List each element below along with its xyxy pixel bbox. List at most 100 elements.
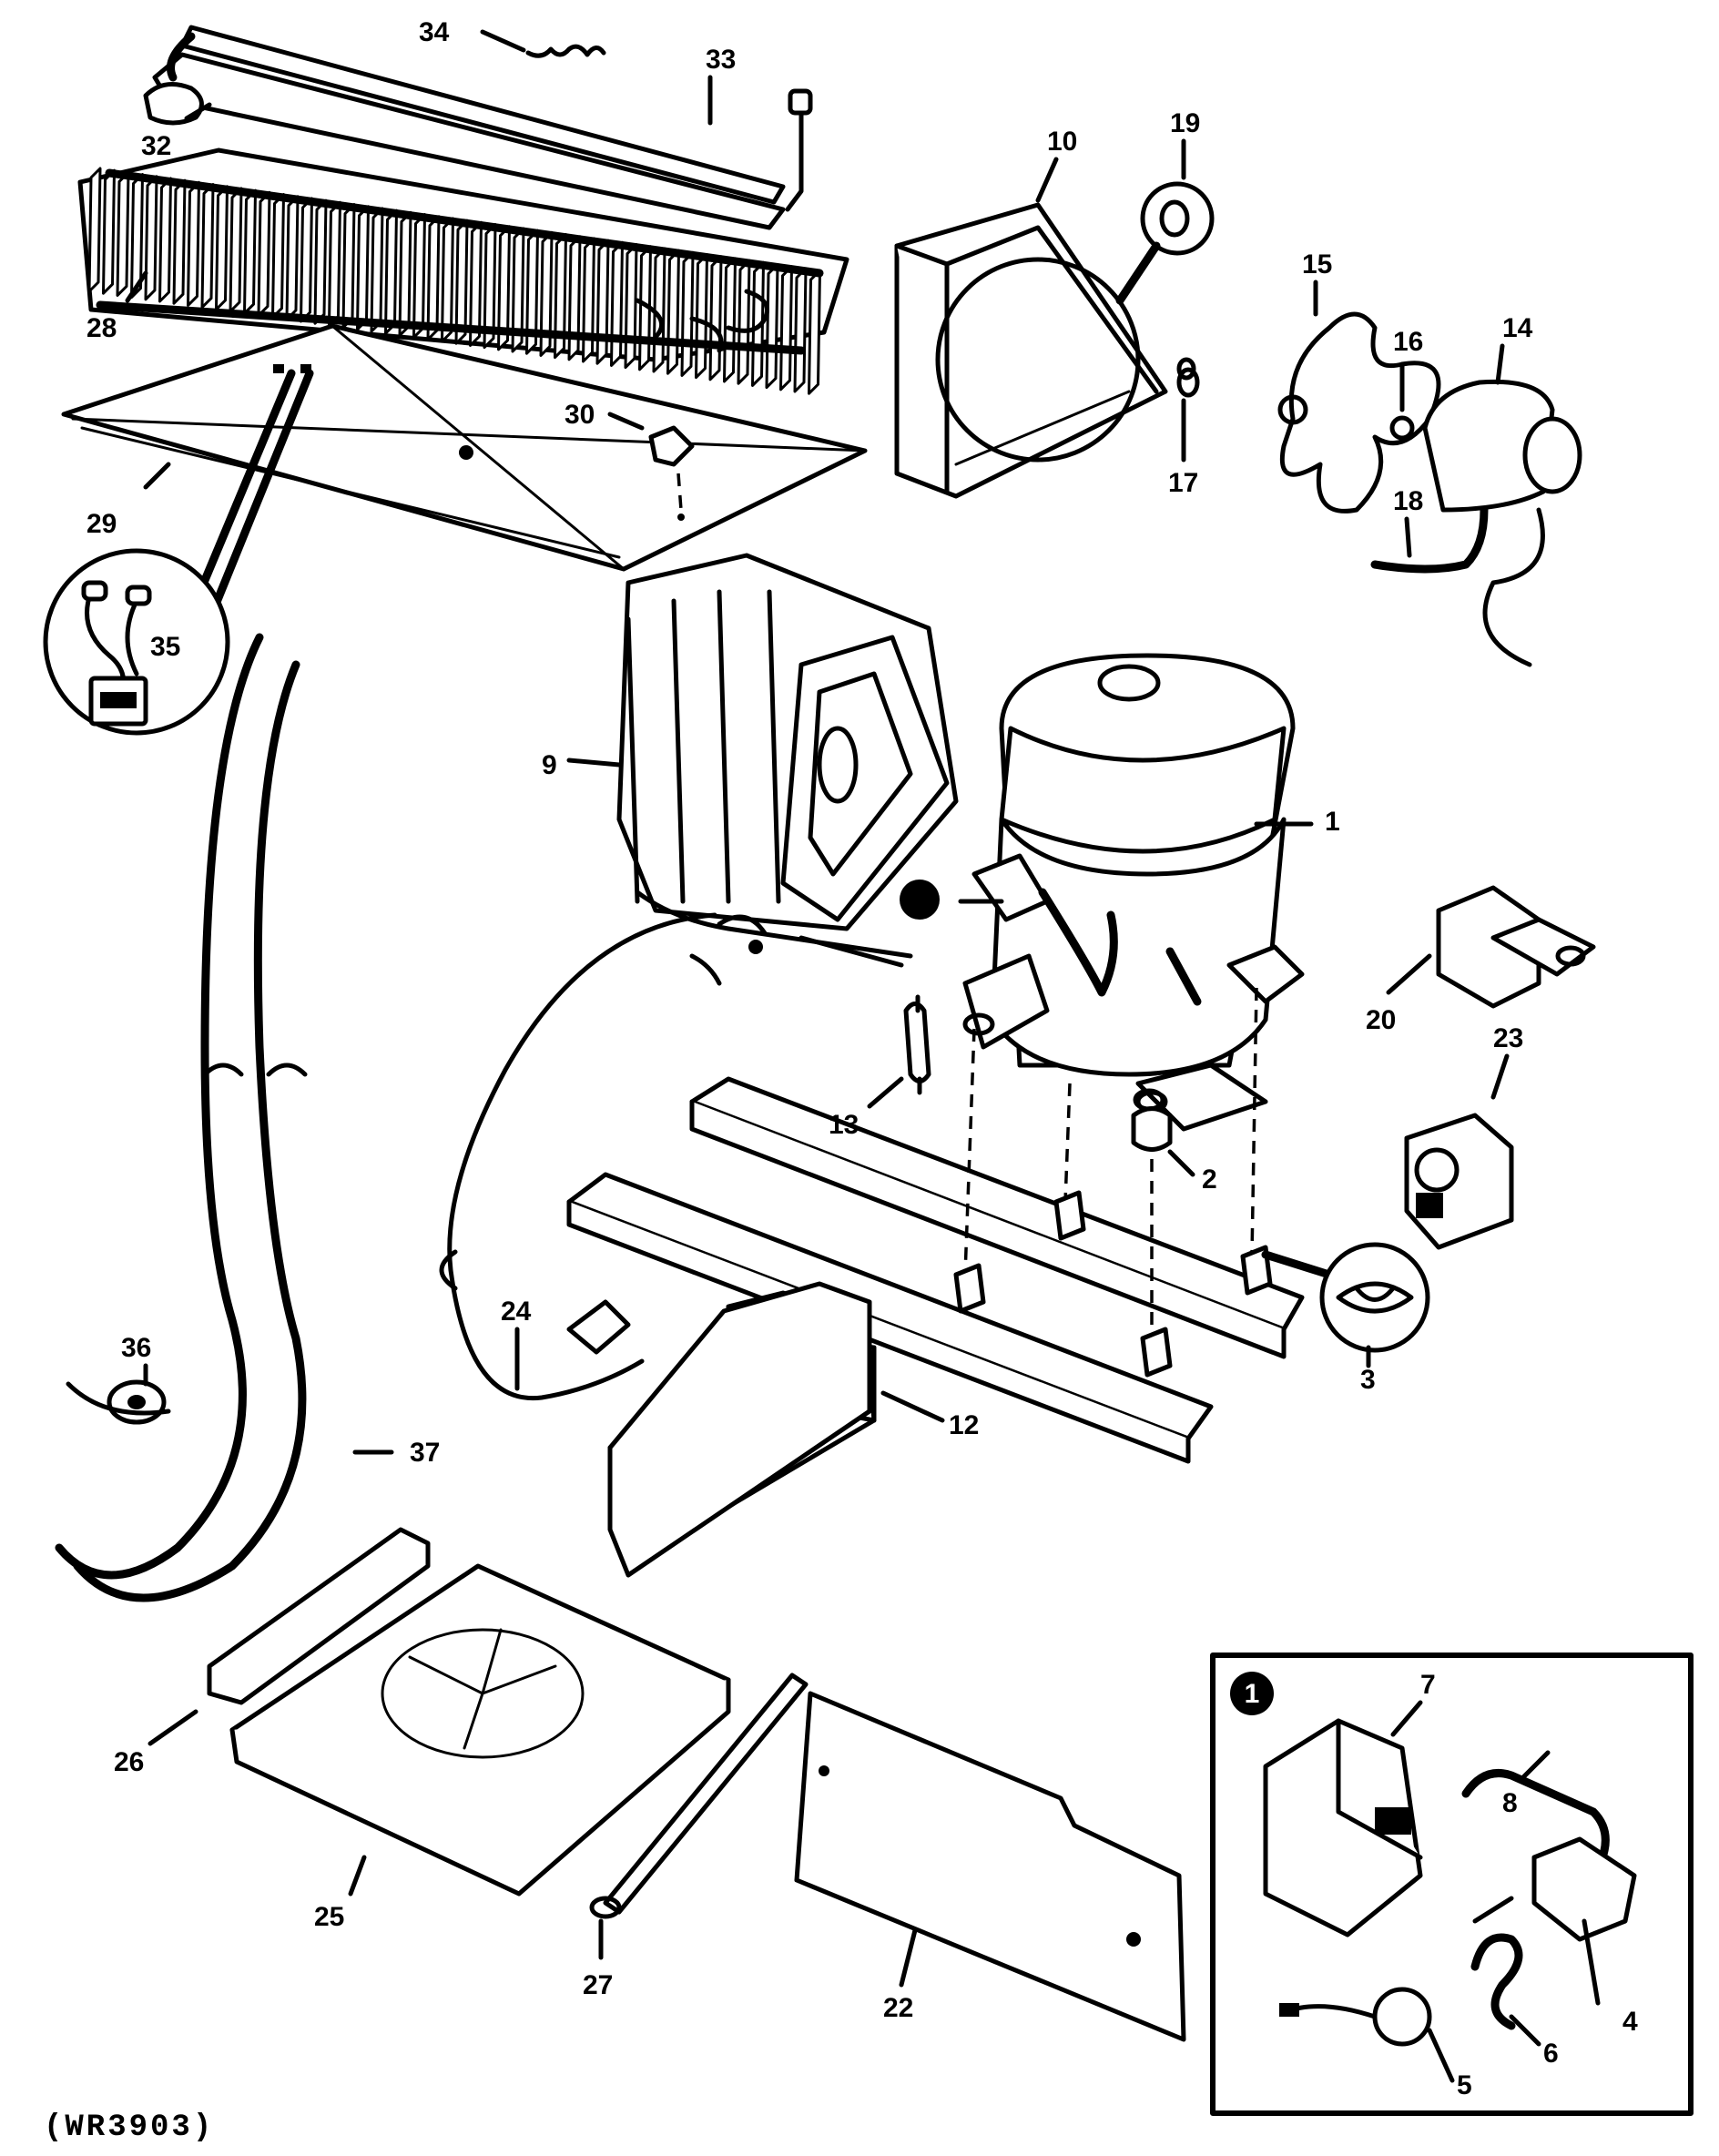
evaporator-fin: [215, 185, 229, 311]
drier-13: [903, 994, 931, 1095]
evaporator-fin: [737, 259, 751, 385]
inset-box-marker-label: 1: [1245, 1679, 1260, 1709]
evaporator-fin: [187, 180, 200, 307]
callout-32: 32: [141, 131, 171, 161]
callout-15: 15: [1302, 249, 1332, 280]
callout-20: 20: [1366, 1005, 1396, 1035]
drain-hose-37: [55, 633, 308, 1602]
callout-12: 12: [949, 1410, 979, 1440]
evaporator-fin: [567, 235, 582, 361]
evaporator-fin: [441, 217, 454, 343]
evaporator-fin: [666, 249, 680, 375]
callout-7: 7: [1420, 1670, 1436, 1700]
figure-code: (WR3903): [44, 2110, 214, 2145]
spring-17: [1176, 357, 1200, 398]
drain-trough-29: [61, 323, 868, 572]
relay-inset: [1210, 1653, 1694, 2116]
drain-fitting-36: [66, 1379, 171, 1425]
callout-6: 6: [1543, 2039, 1559, 2069]
leader-lines: [125, 29, 1601, 2083]
evaporator-fin: [158, 177, 172, 303]
callout-37: 37: [410, 1438, 440, 1468]
evaporator-fin: [229, 187, 243, 313]
evaporator-fin: [595, 239, 610, 365]
evaporator-fin: [582, 237, 595, 363]
evaporator-fin: [695, 253, 708, 380]
callout-13: 13: [829, 1110, 859, 1140]
callout-10: 10: [1047, 127, 1077, 157]
access-panel-22: [794, 1691, 1186, 2042]
evaporator-fin: [808, 269, 821, 395]
evaporator-fin: [313, 198, 328, 325]
callout-33: 33: [706, 45, 736, 75]
timer-23: [1404, 1113, 1514, 1250]
harness-inset-35: [43, 369, 314, 736]
evaporator-fin: [144, 175, 158, 301]
callout-23: 23: [1493, 1023, 1523, 1053]
evaporator-fin: [398, 210, 412, 337]
evaporator-fin: [102, 168, 116, 295]
callout-3: 3: [1360, 1365, 1376, 1395]
callout-2: 2: [1202, 1164, 1217, 1195]
condenser-9: [616, 553, 959, 968]
evaporator-fin: [116, 170, 130, 297]
compressor-1: [962, 653, 1305, 1132]
inset-marker-label: 1: [912, 885, 927, 913]
evaporator-fin: [412, 213, 426, 340]
evaporator-fin: [172, 178, 187, 305]
evaporator-fin: [285, 195, 300, 321]
callout-22: 22: [883, 1993, 913, 2023]
evaporator-fin: [779, 265, 793, 392]
evaporator-fin: [610, 240, 624, 367]
callout-30: 30: [565, 400, 595, 430]
callout-27: 27: [583, 1970, 613, 2000]
evaporator-fin: [624, 243, 638, 370]
evaporator-coil: [77, 147, 849, 395]
mount-dashes: [953, 987, 1273, 1378]
callout-26: 26: [114, 1747, 144, 1777]
callout-29: 29: [86, 509, 117, 539]
callout-19: 19: [1170, 108, 1200, 138]
drain-pan-25: [229, 1563, 731, 1897]
callout-25: 25: [314, 1902, 344, 1932]
wire-34: [525, 44, 606, 58]
callout-8: 8: [1502, 1788, 1518, 1818]
grommet-2: [1131, 1088, 1173, 1152]
evaporator-fin: [765, 263, 779, 390]
fan-motor-14: [1422, 379, 1582, 667]
callout-16: 16: [1393, 327, 1423, 357]
evaporator-fin: [384, 208, 398, 335]
fan-hub-inset-19: [1115, 181, 1215, 305]
bracket-18: [1370, 505, 1489, 574]
callout-35: 35: [150, 632, 180, 662]
callout-18: 18: [1393, 486, 1423, 516]
evaporator-fin: [723, 257, 737, 383]
evaporator-fin: [793, 267, 808, 393]
clip-30: [648, 425, 695, 521]
power-cord-24: [439, 912, 768, 1401]
washer-16: [1389, 415, 1415, 441]
evaporator-fin: [328, 200, 341, 327]
callout-17: 17: [1168, 468, 1198, 498]
callout-36: 36: [121, 1333, 151, 1363]
callout-1: 1: [1325, 807, 1340, 837]
evaporator-fin: [257, 190, 271, 317]
callout-labels: 1 2 3 4 5 6 7 8 9 10 12 13 14 15 16 17 1…: [86, 17, 1638, 2100]
evaporator-fin: [341, 203, 356, 330]
capacitor-20: [1436, 885, 1596, 1009]
evaporator-fin: [370, 207, 384, 333]
evaporator-fin: [300, 197, 313, 323]
callout-5: 5: [1457, 2070, 1472, 2100]
callout-14: 14: [1502, 313, 1533, 343]
baffle-12: [607, 1281, 872, 1578]
pan-bracket-26: [207, 1527, 431, 1705]
callout-28: 28: [86, 313, 117, 343]
evaporator-fin: [356, 205, 370, 331]
fan-shroud-10: [894, 202, 1168, 499]
evaporator-fin: [708, 255, 723, 381]
evaporator-fin: [87, 167, 102, 293]
grommet-inset-3: [1261, 1242, 1430, 1353]
evaporator-fin: [243, 188, 257, 315]
callout-4: 4: [1622, 2007, 1638, 2037]
